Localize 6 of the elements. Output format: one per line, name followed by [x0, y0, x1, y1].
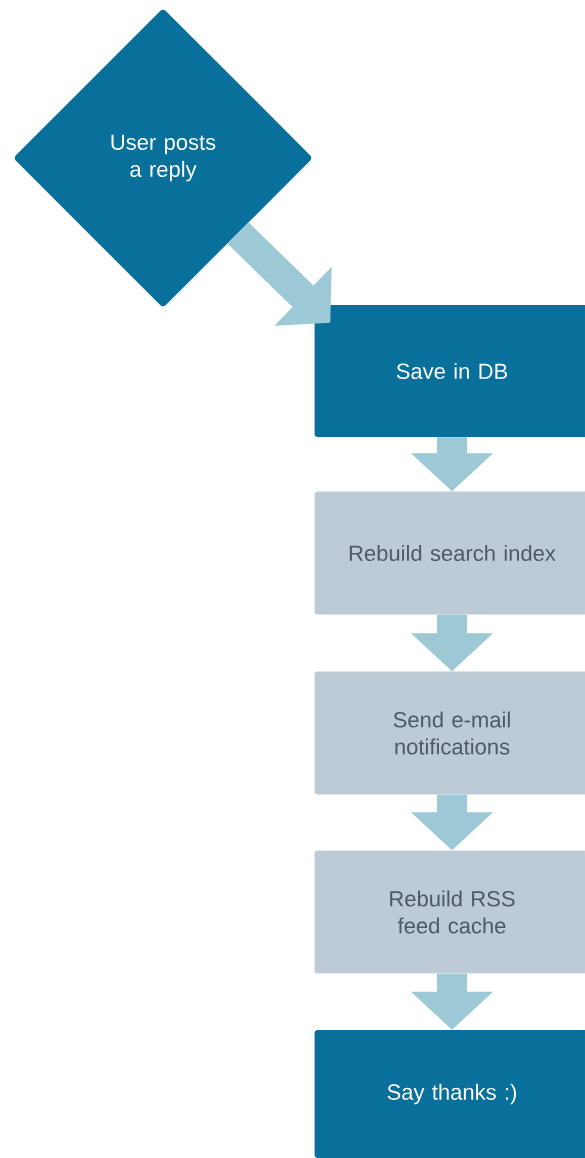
process-box: Send e-mail notifications: [314, 671, 585, 795]
process-box: Rebuild search index: [314, 491, 585, 615]
process-box: Rebuild RSS feed cache: [314, 850, 585, 974]
process-box: Save in DB: [314, 305, 585, 437]
arrow: [227, 222, 332, 326]
process-box: Say thanks :): [314, 1030, 585, 1158]
